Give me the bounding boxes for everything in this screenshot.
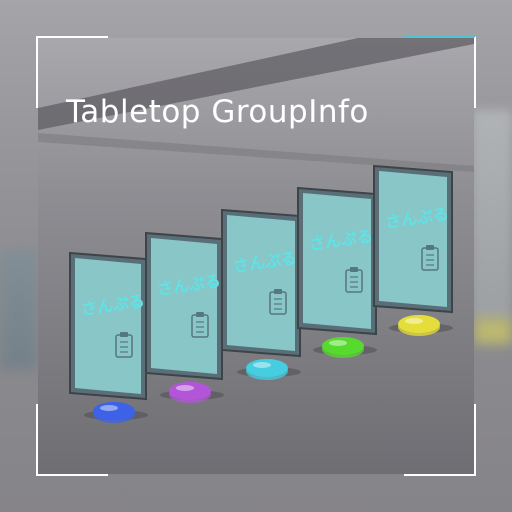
stand-base	[246, 359, 288, 377]
card-stand: さんぷる	[69, 251, 148, 423]
page-title: Tabletop GroupInfo	[66, 94, 369, 130]
ceiling-beam	[38, 38, 474, 130]
frame-corner-bottom-right	[404, 404, 476, 476]
frame-corner-bottom-left	[36, 404, 108, 476]
stand-base-highlight	[253, 362, 271, 368]
stand-base-highlight	[329, 340, 347, 346]
stand-base	[93, 402, 135, 420]
product-photo: さんぷるさんぷるさんぷるさんぷるさんぷる	[38, 38, 474, 474]
card-stand: さんぷる	[373, 164, 453, 336]
clipboard-icon	[345, 267, 363, 293]
stand-base-highlight	[100, 405, 118, 411]
card-stand: さんぷる	[145, 231, 224, 403]
background-right-panel	[472, 110, 512, 320]
table-edge	[38, 133, 474, 172]
background-right-stand	[474, 318, 512, 344]
stand-base-highlight	[405, 318, 423, 324]
clipboard-icon	[191, 312, 209, 338]
card-glass	[75, 258, 141, 394]
stand-base	[322, 337, 364, 355]
clipboard-icon	[269, 289, 287, 315]
frame-corner-top-left	[36, 36, 108, 108]
card-stand: さんぷる	[297, 186, 377, 358]
clipboard-icon	[115, 332, 133, 358]
stand-base	[398, 315, 440, 333]
card-stand: さんぷる	[221, 208, 301, 380]
card-glass	[227, 215, 295, 351]
card-glass	[303, 193, 371, 329]
card-glass	[151, 238, 217, 374]
background-left-panel	[0, 250, 38, 370]
card-glass	[379, 171, 447, 307]
frame-corner-top-right	[404, 36, 476, 108]
stand-base	[169, 382, 211, 400]
clipboard-icon	[421, 245, 439, 271]
stand-base-highlight	[176, 385, 194, 391]
